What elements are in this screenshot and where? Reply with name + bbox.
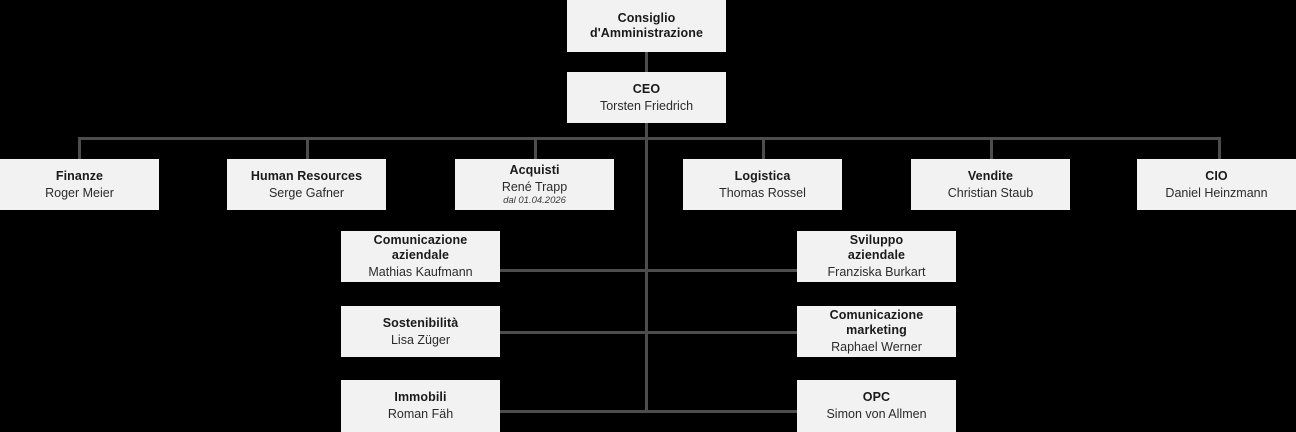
node-comunicazione-marketing-title2: marketing	[846, 323, 907, 337]
node-acquisti-person: René Trapp	[501, 179, 568, 194]
node-sviluppo-aziendale-title2: aziendale	[847, 248, 906, 262]
node-comunicazione-aziendale-person: Mathias Kaufmann	[368, 265, 473, 279]
node-board-title: Consiglio	[617, 11, 676, 25]
node-acquisti-title: Acquisti	[509, 162, 560, 177]
node-cio-title: CIO	[1205, 168, 1228, 183]
node-comunicazione-aziendale[interactable]: Comunicazione aziendale Mathias Kaufmann	[341, 231, 500, 282]
node-board-title2: d'Amministrazione	[589, 26, 704, 40]
node-comunicazione-marketing[interactable]: Comunicazione marketing Raphael Werner	[797, 306, 956, 357]
node-acquisti[interactable]: Acquisti René Trapp dal 01.04.2026	[455, 159, 614, 210]
node-sviluppo-aziendale-title: Sviluppo	[849, 233, 904, 247]
node-ceo-title: CEO	[632, 81, 661, 96]
connector-drop-finanze	[78, 137, 81, 159]
node-immobili-title: Immobili	[394, 390, 447, 404]
node-comunicazione-marketing-person: Raphael Werner	[831, 340, 922, 354]
node-logistica-title: Logistica	[734, 168, 791, 183]
connector-level1-bus	[78, 137, 1221, 140]
node-vendite-title: Vendite	[967, 168, 1014, 183]
connector-staff-row2-left	[500, 331, 647, 334]
node-human-resources-title: Human Resources	[250, 168, 363, 183]
node-immobili-person: Roman Fäh	[387, 407, 454, 421]
node-opc[interactable]: OPC Simon von Allmen	[797, 380, 956, 432]
node-comunicazione-marketing-title: Comunicazione	[829, 308, 924, 322]
connector-staff-row3-right	[645, 410, 800, 413]
node-opc-title: OPC	[862, 390, 891, 404]
node-sostenibilita[interactable]: Sostenibilità Lisa Züger	[341, 306, 500, 357]
connector-ceo-trunk	[645, 123, 648, 413]
connector-drop-cio	[1218, 137, 1221, 159]
node-human-resources[interactable]: Human Resources Serge Gafner	[227, 159, 386, 210]
node-logistica[interactable]: Logistica Thomas Rossel	[683, 159, 842, 210]
connector-staff-row1-right	[645, 269, 800, 272]
node-sviluppo-aziendale-person: Franziska Burkart	[827, 265, 926, 279]
connector-drop-hr	[306, 137, 309, 159]
node-acquisti-note: dal 01.04.2026	[503, 194, 566, 206]
node-logistica-person: Thomas Rossel	[719, 185, 806, 200]
node-vendite-person: Christian Staub	[947, 185, 1034, 200]
connector-staff-row3-left	[500, 410, 647, 413]
node-finanze-person: Roger Meier	[45, 185, 114, 200]
node-cio-person: Daniel Heinzmann	[1165, 185, 1268, 200]
node-comunicazione-aziendale-title: Comunicazione	[373, 233, 468, 247]
node-sostenibilita-person: Lisa Züger	[390, 332, 451, 347]
node-immobili[interactable]: Immobili Roman Fäh	[341, 380, 500, 432]
node-finanze[interactable]: Finanze Roger Meier	[0, 159, 159, 210]
node-sviluppo-aziendale[interactable]: Sviluppo aziendale Franziska Burkart	[797, 231, 956, 282]
connector-board-to-ceo	[645, 52, 648, 72]
node-ceo-person: Torsten Friedrich	[599, 98, 694, 113]
node-cio[interactable]: CIO Daniel Heinzmann	[1137, 159, 1296, 210]
connector-staff-row2-right	[645, 331, 800, 334]
node-finanze-title: Finanze	[55, 168, 104, 183]
node-board[interactable]: Consiglio d'Amministrazione	[567, 0, 726, 52]
node-comunicazione-aziendale-title2: aziendale	[391, 248, 450, 262]
node-human-resources-person: Serge Gafner	[268, 185, 345, 200]
node-opc-person: Simon von Allmen	[826, 407, 927, 421]
node-vendite[interactable]: Vendite Christian Staub	[911, 159, 1070, 210]
node-sostenibilita-title: Sostenibilità	[382, 315, 459, 330]
connector-drop-vendite	[990, 137, 993, 159]
connector-drop-logistica	[762, 137, 765, 159]
connector-staff-row1-left	[500, 269, 647, 272]
connector-drop-acquisti	[534, 137, 537, 159]
node-ceo[interactable]: CEO Torsten Friedrich	[567, 72, 726, 123]
